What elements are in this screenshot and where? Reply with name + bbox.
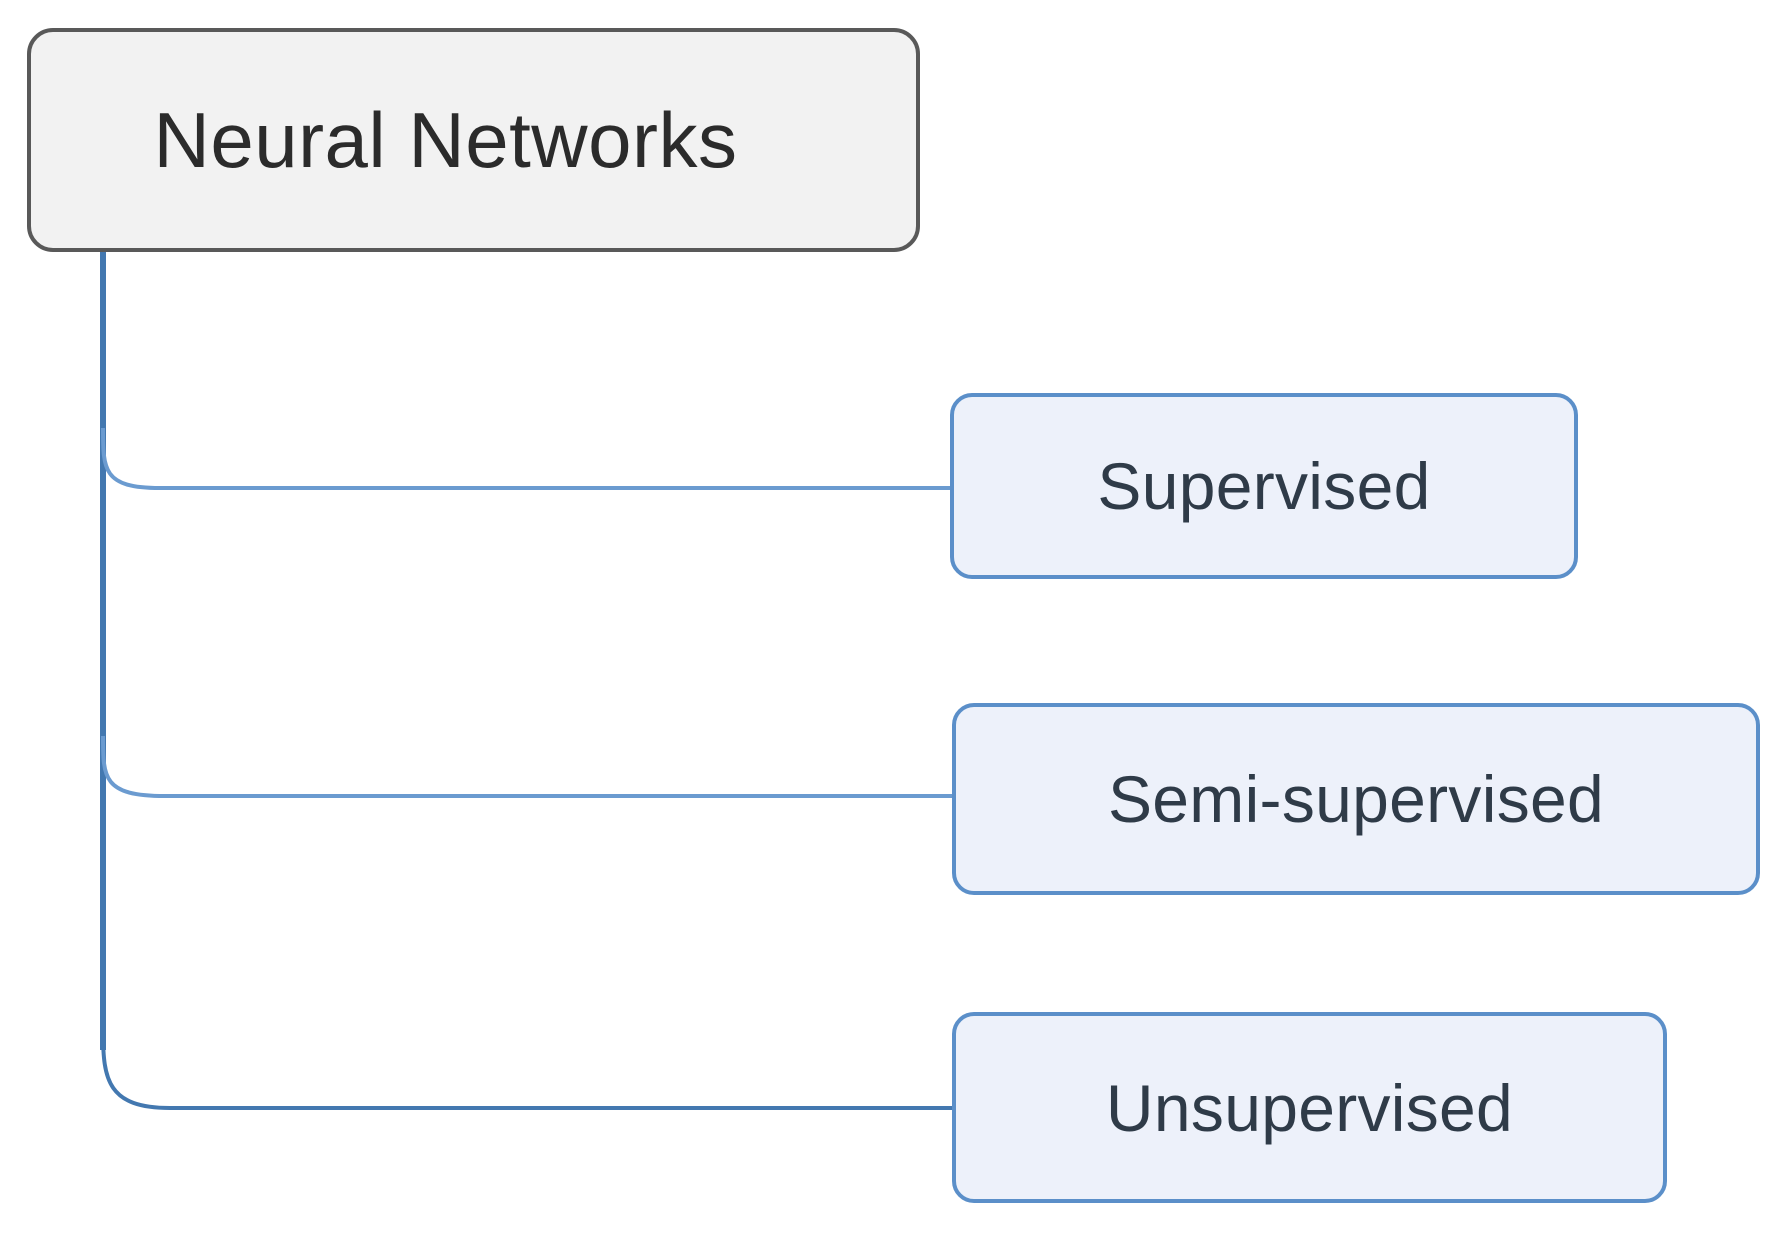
- node-semi-supervised-label: Semi-supervised: [1107, 762, 1605, 836]
- connector-to-supervised: [101, 427, 952, 490]
- connector-to-unsupervised: [101, 1031, 952, 1110]
- node-supervised-label: Supervised: [1097, 449, 1431, 523]
- connector-to-semi-supervised: [101, 735, 952, 798]
- node-unsupervised-label: Unsupervised: [1105, 1070, 1514, 1145]
- node-neural-networks-label: Neural Networks: [153, 96, 738, 184]
- node-supervised[interactable]: Supervised: [950, 393, 1578, 579]
- node-neural-networks[interactable]: Neural Networks: [27, 28, 920, 252]
- node-semi-supervised[interactable]: Semi-supervised: [952, 703, 1760, 895]
- node-unsupervised[interactable]: Unsupervised: [952, 1012, 1667, 1203]
